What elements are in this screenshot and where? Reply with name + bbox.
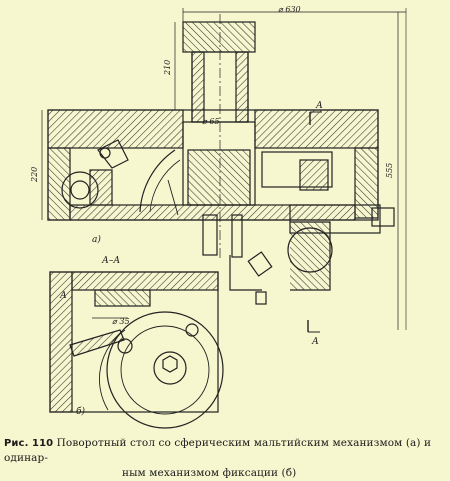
panel-label-a: а) bbox=[92, 234, 101, 245]
hub-ring bbox=[153, 351, 187, 385]
base-wall-right bbox=[354, 147, 379, 219]
figure-caption: Рис. 110 Поворотный стол со сферическим … bbox=[4, 436, 448, 481]
shaft-end bbox=[371, 207, 395, 227]
section-letter-bottom: А bbox=[311, 337, 319, 347]
view-a bbox=[41, 8, 407, 333]
base-wall-left bbox=[47, 147, 71, 221]
drive-housing bbox=[261, 151, 333, 188]
dim-label-630: ⌀ 630 bbox=[278, 5, 301, 14]
dim-label-35: ⌀ 35 bbox=[112, 317, 130, 326]
figure-page: ⌀ 630 210 ⌀ 65 220 555 ⌀ 35 А А А А–А а)… bbox=[4, 5, 431, 479]
lever-pivot bbox=[117, 338, 133, 354]
spindle-wall-left bbox=[191, 51, 205, 123]
figure-number: Рис. 110 bbox=[4, 438, 54, 449]
drive-housing-wall bbox=[299, 159, 329, 191]
table-slab-right bbox=[254, 109, 379, 149]
spherical-sector-inner bbox=[149, 159, 181, 213]
table-slab-left bbox=[47, 109, 184, 149]
left-bearing-inner bbox=[70, 180, 90, 200]
pipe bbox=[229, 255, 262, 291]
base-floor bbox=[69, 204, 356, 221]
section-letter-top: А bbox=[315, 101, 323, 111]
caption-line-1: Поворотный стол со сферическим мальтийск… bbox=[4, 437, 432, 464]
left-block bbox=[89, 169, 113, 206]
roller bbox=[185, 323, 199, 337]
panel-label-b: б) bbox=[76, 406, 85, 417]
latch-lever bbox=[97, 139, 129, 169]
spindle-wall-right bbox=[235, 51, 249, 123]
technical-drawing: ⌀ 630 210 ⌀ 65 220 555 ⌀ 35 А А А А–А а)… bbox=[30, 5, 407, 429]
frame-wall-left bbox=[49, 271, 73, 413]
fixing-lever bbox=[69, 329, 125, 357]
nut bbox=[247, 251, 273, 277]
section-label: А–А bbox=[101, 256, 120, 266]
hub-hatched bbox=[187, 149, 251, 206]
star-hub bbox=[162, 355, 178, 373]
view-b bbox=[49, 271, 224, 429]
sector-spoke bbox=[167, 179, 179, 216]
spherical-sector bbox=[139, 149, 176, 213]
small-fitting bbox=[255, 291, 267, 305]
frame-top bbox=[71, 271, 219, 291]
dim-label-210: 210 bbox=[163, 60, 172, 76]
cam-disc-inner bbox=[120, 325, 210, 415]
fixing-block bbox=[94, 289, 151, 307]
spindle-top bbox=[182, 21, 256, 53]
drive-shaft bbox=[289, 204, 381, 234]
dim-label-65: ⌀ 65 bbox=[202, 117, 220, 126]
lower-fitting bbox=[231, 214, 243, 258]
section-letter-lower: А bbox=[59, 291, 67, 301]
dim-label-555: 555 bbox=[385, 163, 394, 178]
arc-guide bbox=[98, 329, 126, 411]
caption-line-2: ным механизмом фиксации (б) bbox=[122, 467, 297, 479]
dim-label-220: 220 bbox=[30, 167, 39, 183]
latch-pin bbox=[99, 147, 111, 159]
gear-housing bbox=[290, 221, 331, 291]
cam-disc bbox=[106, 311, 224, 429]
lower-shaft bbox=[202, 214, 218, 256]
